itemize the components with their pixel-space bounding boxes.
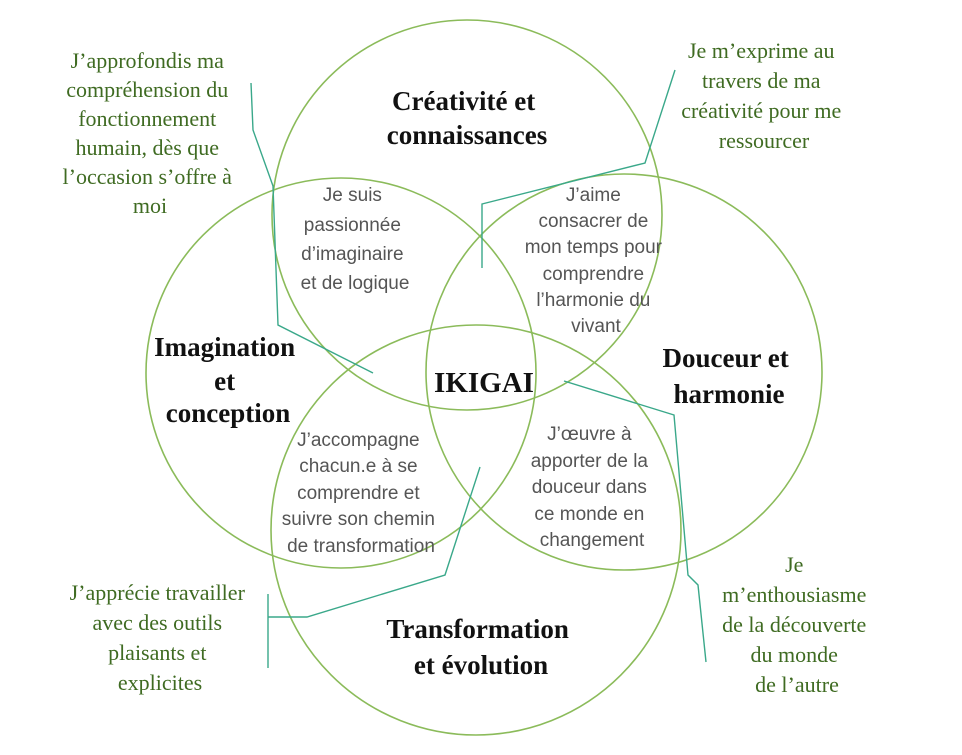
intersection-line: ce monde en <box>534 504 644 525</box>
label-imagination: Imagination et conception <box>154 332 302 428</box>
venn-circles <box>145 19 823 736</box>
intersection-line: vivant <box>571 316 621 337</box>
intersection-top-right: J’aime consacrer de mon temps pour compr… <box>525 185 668 337</box>
intersection-line: J’accompagne <box>297 430 420 451</box>
callout-bottom-left: J’apprécie travailler avec des outils pl… <box>70 580 251 695</box>
callout-line: fonctionnement <box>78 106 216 131</box>
label-creativity: Créativité et connaissances <box>387 86 548 150</box>
callout-top-right: Je m’exprime au travers de ma créativité… <box>681 38 847 153</box>
callout-line: humain, dès que <box>75 135 219 160</box>
label-creativity-line: connaissances <box>387 120 548 150</box>
intersection-line: changement <box>540 530 645 551</box>
label-transformation-line: et évolution <box>414 650 548 680</box>
callout-line: explicites <box>118 670 202 695</box>
callout-line: ressourcer <box>719 128 810 153</box>
intersection-bottom-left: J’accompagne chacun.e à se comprendre et… <box>282 430 440 557</box>
callout-line: compréhension du <box>66 77 228 102</box>
callout-line: travers de ma <box>702 68 821 93</box>
connector-bottom-right <box>563 380 707 663</box>
callout-line: J’apprécie travailler <box>70 580 246 605</box>
intersection-top-left: Je suis passionnée d’imaginaire et de lo… <box>301 185 410 294</box>
callout-line: J’approfondis ma <box>71 48 225 73</box>
intersection-bottom-right: J’œuvre à apporter de la douceur dans ce… <box>531 424 654 551</box>
label-imagination-line: conception <box>166 398 291 428</box>
callout-line: de la découverte <box>722 612 866 637</box>
intersection-line: mon temps pour <box>525 237 663 258</box>
callout-top-left: J’approfondis ma compréhension du foncti… <box>63 48 238 218</box>
intersection-line: J’œuvre à <box>547 424 632 445</box>
intersection-line: d’imaginaire <box>301 244 403 265</box>
intersection-line: douceur dans <box>532 477 647 498</box>
center-label: IKIGAI <box>434 367 534 399</box>
callout-line: Je m’exprime au <box>688 38 835 63</box>
label-gentleness-line: Douceur et <box>663 343 789 373</box>
callout-line: du monde <box>751 642 838 667</box>
label-gentleness-line: harmonie <box>674 379 785 409</box>
intersection-line: chacun.e à se <box>299 456 417 477</box>
intersection-line: suivre son chemin <box>282 509 435 530</box>
label-gentleness: Douceur et harmonie <box>663 343 796 409</box>
intersection-line: l’harmonie du <box>536 290 650 311</box>
callout-line: plaisants et <box>108 640 206 665</box>
intersection-line: de transformation <box>287 536 435 557</box>
circle-imagination <box>145 177 537 569</box>
label-imagination-line: et <box>214 366 235 396</box>
intersection-line: comprendre et <box>297 483 420 504</box>
intersection-line: Je suis <box>323 185 382 206</box>
intersection-line: consacrer de <box>538 211 648 232</box>
label-imagination-line: Imagination <box>154 332 295 362</box>
intersection-line: apporter de la <box>531 451 649 472</box>
circle-creativity <box>271 19 663 411</box>
callout-line: créativité pour me <box>681 98 841 123</box>
circle-transformation <box>270 324 682 736</box>
callout-line: m’enthousiasme <box>722 582 866 607</box>
callout-line: Je <box>785 552 803 577</box>
intersection-line: J’aime <box>566 185 621 206</box>
intersection-line: passionnée <box>304 215 401 236</box>
intersection-line: et de logique <box>301 273 410 294</box>
label-creativity-line: Créativité et <box>392 86 535 116</box>
connector-top-right <box>481 69 676 268</box>
intersection-line: comprendre <box>543 264 644 285</box>
callout-line: de l’autre <box>755 672 839 697</box>
label-transformation: Transformation et évolution <box>386 614 575 680</box>
label-transformation-line: Transformation <box>386 614 569 644</box>
callout-line: avec des outils <box>92 610 222 635</box>
circle-gentleness <box>425 173 823 571</box>
connector-bottom-left <box>267 466 481 668</box>
callout-bottom-right: Je m’enthousiasme de la découverte du mo… <box>722 552 872 697</box>
callout-line: moi <box>133 193 167 218</box>
connector-lines <box>250 69 707 668</box>
connector-top-left <box>250 82 374 374</box>
callout-line: l’occasion s’offre à <box>63 164 233 189</box>
